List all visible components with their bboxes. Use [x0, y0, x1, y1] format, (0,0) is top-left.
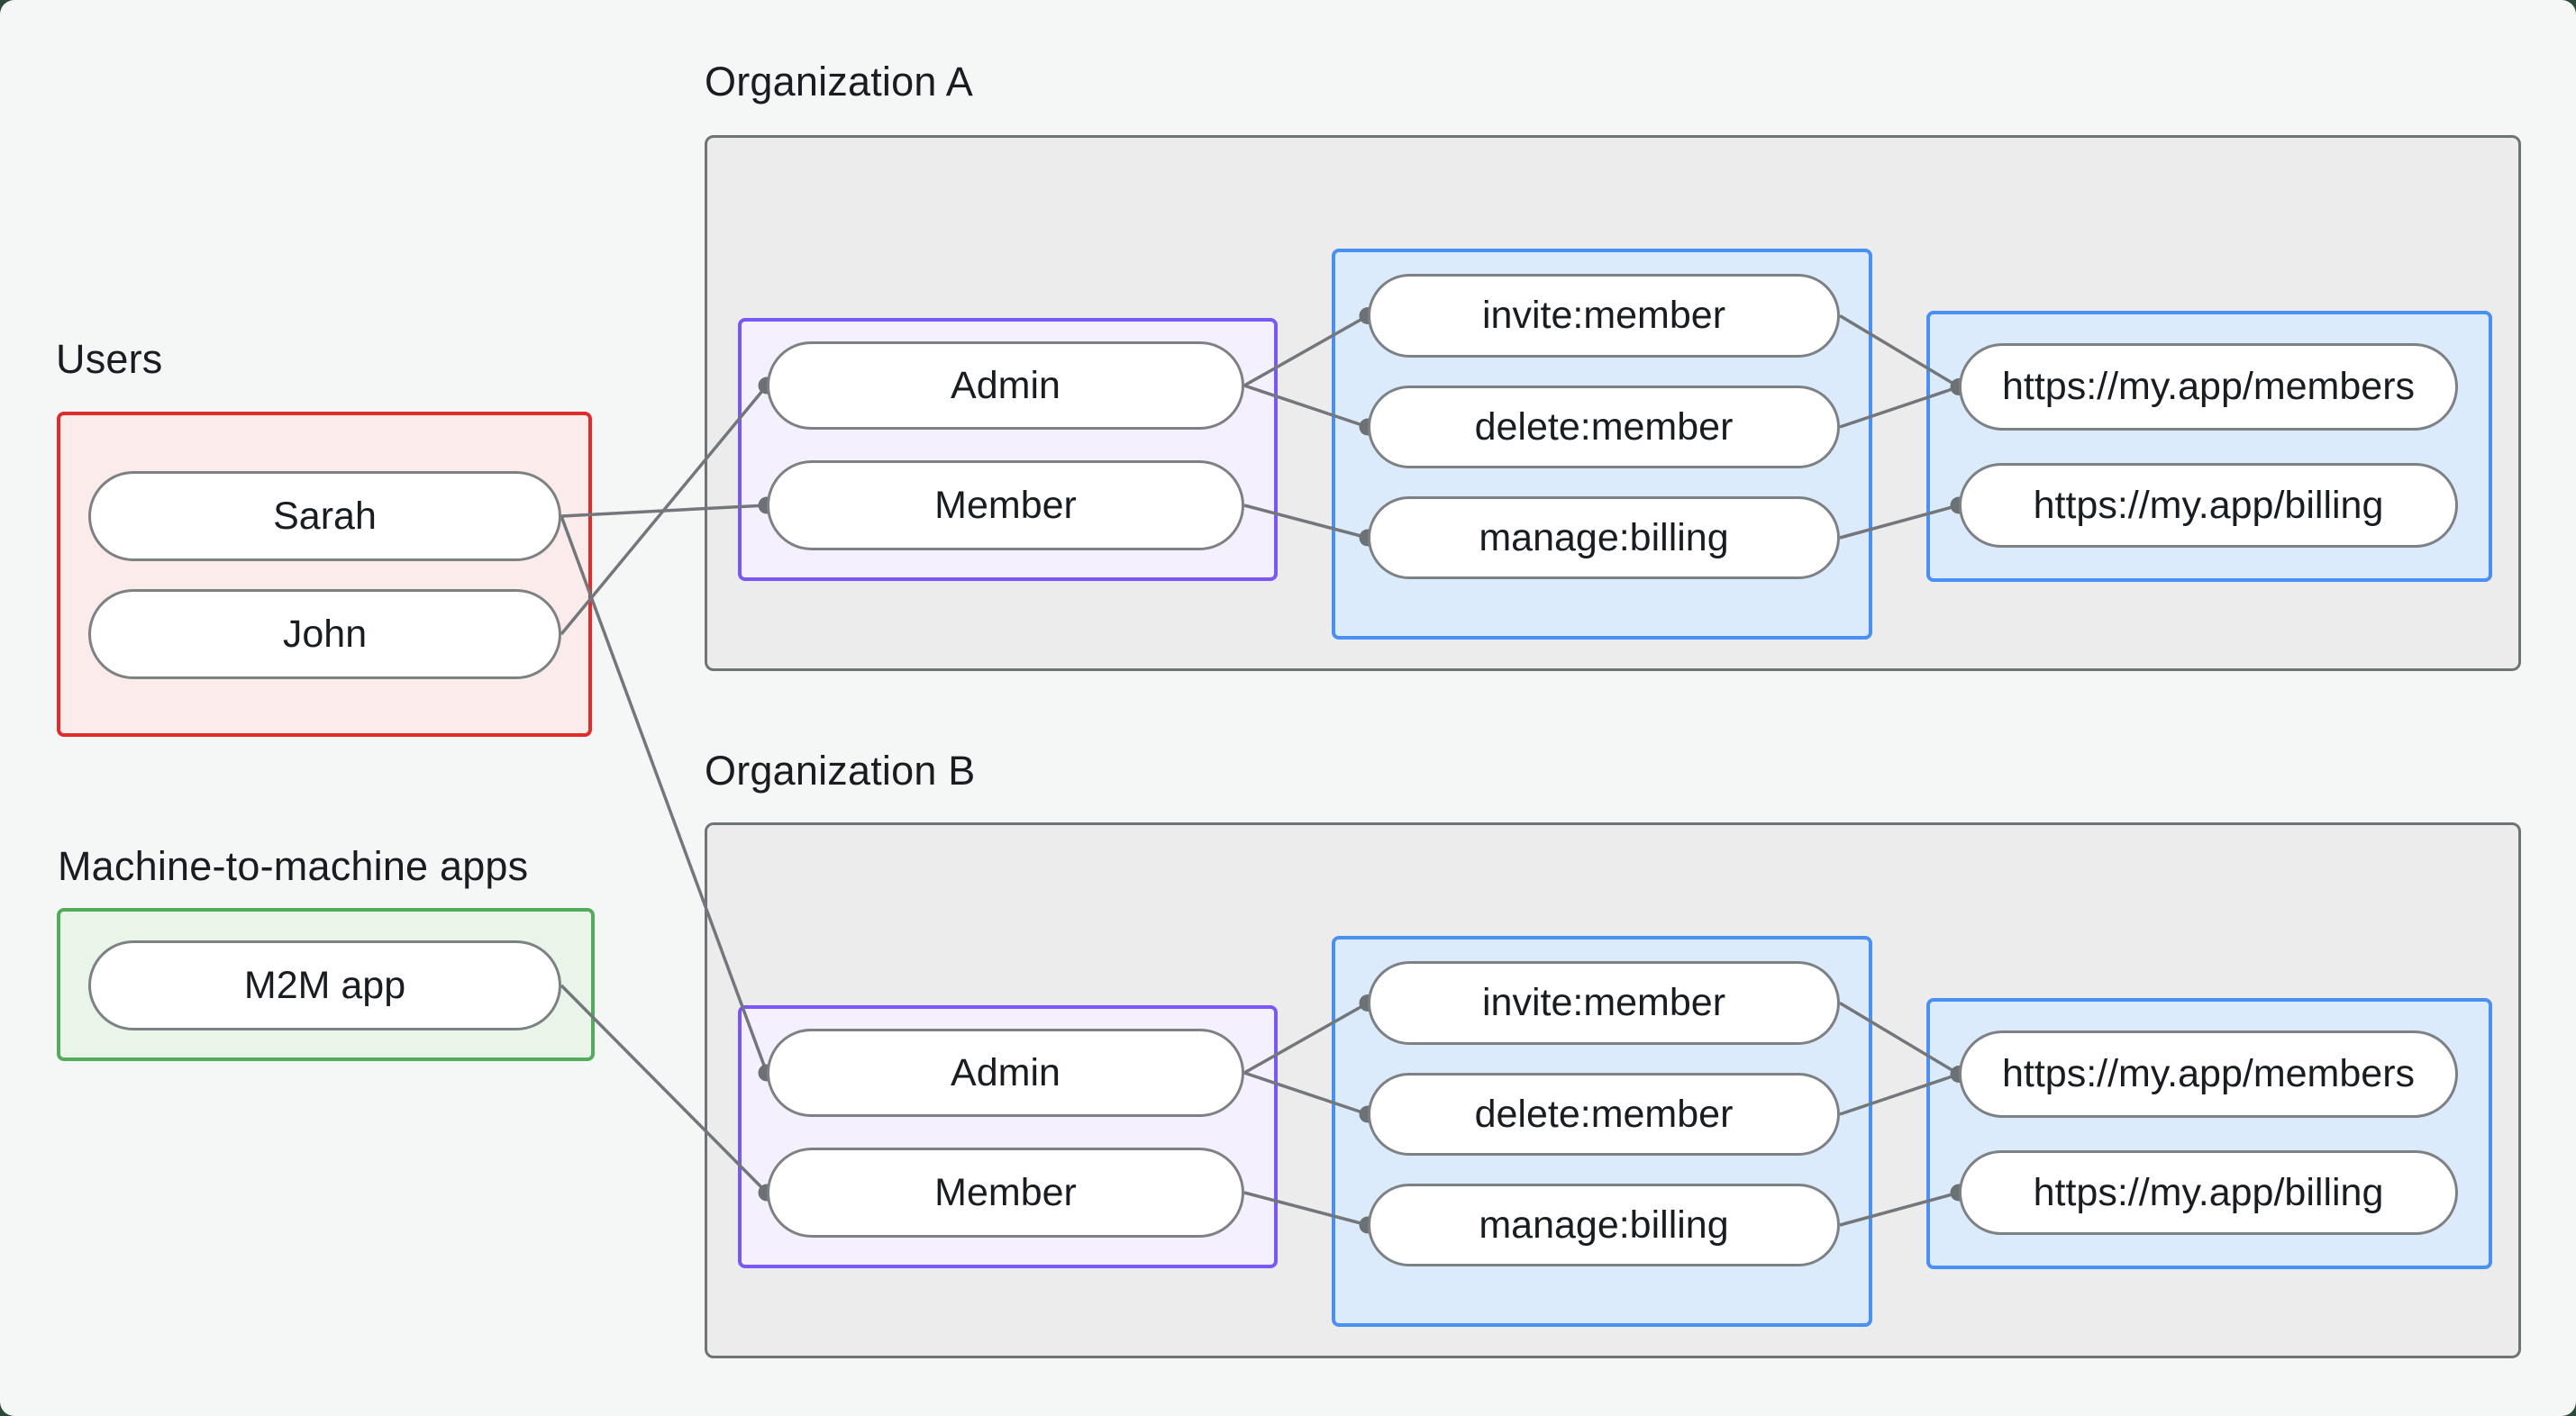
- api-resource-node-members-org-b: https://my.app/members: [1959, 1030, 2458, 1118]
- role-node-admin-org-b: Admin: [767, 1029, 1244, 1117]
- user-node-sarah: Sarah: [88, 471, 561, 561]
- api-resource-node-members-org-a: https://my.app/members: [1959, 343, 2458, 431]
- permission-node-manage-billing-org-b: manage:billing: [1368, 1184, 1840, 1266]
- role-node-member-org-a: Member: [767, 460, 1244, 550]
- user-node-john: John: [88, 589, 561, 679]
- permission-node-invite-member-org-a: invite:member: [1368, 274, 1840, 358]
- api-resource-node-billing-org-b: https://my.app/billing: [1959, 1150, 2458, 1235]
- permission-node-delete-member-org-b: delete:member: [1368, 1073, 1840, 1156]
- permission-node-invite-member-org-b: invite:member: [1368, 961, 1840, 1045]
- permission-node-delete-member-org-a: delete:member: [1368, 386, 1840, 468]
- users-group-label: Users: [56, 336, 163, 382]
- m2m-app-node: M2M app: [88, 940, 561, 1030]
- users-box: [57, 412, 592, 737]
- permission-node-manage-billing-org-a: manage:billing: [1368, 496, 1840, 579]
- role-node-admin-org-a: Admin: [767, 341, 1244, 430]
- org-b-label: Organization B: [705, 748, 976, 794]
- api-resource-node-billing-org-a: https://my.app/billing: [1959, 463, 2458, 548]
- org-a-label: Organization A: [705, 59, 973, 104]
- role-node-member-org-b: Member: [767, 1148, 1244, 1238]
- m2m-group-label: Machine-to-machine apps: [58, 843, 529, 889]
